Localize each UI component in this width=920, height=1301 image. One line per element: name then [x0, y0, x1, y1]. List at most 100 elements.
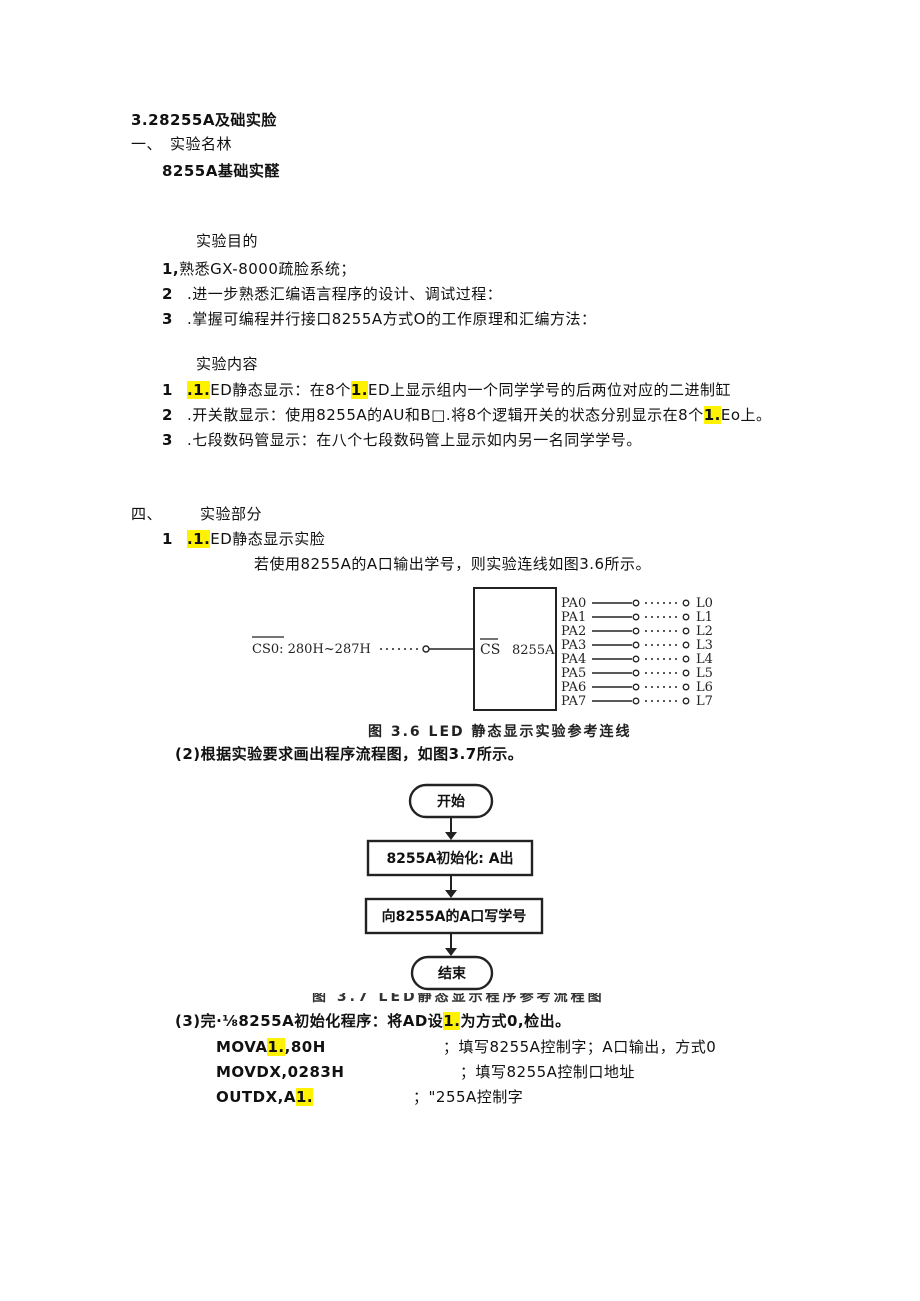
led-terminal-7 [682, 697, 690, 705]
pin-terminal-5 [632, 669, 640, 677]
pin-label-pa7: PA7 [561, 694, 586, 709]
wiring-intro: 若使用8255A的A口输出学号，则实验连线如图3.6所示。 [254, 555, 652, 573]
pin-label-pa5: PA5 [561, 666, 586, 681]
heading-text: 实验部分 [200, 505, 263, 523]
led-label-l4: L4 [696, 652, 713, 667]
step-3-text: (3)完·⅛8255A初始化程序：将AD设1.为方式0,检出。 [175, 1012, 571, 1030]
item-text: .开关散显示：使用8255A的AU和B□.将8个逻辑开关的状态分别显示在8个 [186, 406, 704, 424]
chip-label: 8255A [512, 643, 555, 658]
highlight: 1. [296, 1088, 314, 1106]
led-label-l3: L3 [696, 638, 713, 653]
pin-label-pa0: PA0 [561, 596, 586, 611]
subheading-led-static: 1 .1.ED静态显示实脸 [162, 530, 325, 548]
item-num: 1, [162, 260, 180, 278]
flow-init-box [366, 839, 534, 877]
code-line-2-comment: ；填写8255A控制口地址 [460, 1063, 635, 1081]
figure-3-6-caption: 图 3.6 LED 静态显示实验参考连线 [368, 724, 632, 740]
code-op: MOVA [216, 1038, 268, 1056]
heading-content: 实验内容 [196, 355, 259, 373]
flow-start-label: 开始 [437, 793, 465, 810]
flow-init-label: 8255A初始化: A出 [386, 850, 513, 867]
led-label-l6: L6 [696, 680, 713, 695]
flow-end-label: 结束 [438, 965, 467, 982]
led-terminal-1 [682, 613, 690, 621]
step-2-text: (2)根据实验要求画出程序流程图，如图3.7所示。 [175, 745, 524, 763]
item-text: .进一步熟悉汇编语言程序的设计、调试过程： [186, 285, 503, 303]
pin-terminal-6 [632, 683, 640, 691]
item-text: 熟悉GX-8000疏脸系统； [179, 260, 356, 278]
led-label-l5: L5 [696, 666, 713, 681]
led-label-l2: L2 [696, 624, 713, 639]
item-text: Eo上。 [720, 406, 772, 424]
led-terminal-2 [682, 627, 690, 635]
item-text: ED静态显示：在8个 [210, 381, 351, 399]
highlight: 1. [267, 1038, 285, 1056]
item-text: .掌握可编程并行接口8255A方式O的工作原理和汇编方法： [186, 310, 597, 328]
pin-terminal-0 [632, 599, 640, 607]
highlight: 1. [350, 381, 368, 399]
led-terminal-6 [682, 683, 690, 691]
flow-arrow-1-head [445, 832, 457, 840]
pin-terminal-4 [632, 655, 640, 663]
item-num: 3 [162, 431, 173, 449]
pin-terminal-2 [632, 627, 640, 635]
flow-end-node [410, 955, 494, 991]
cs-terminal [422, 645, 430, 653]
led-label-l0: L0 [696, 596, 713, 611]
item-num: 1 [162, 381, 173, 399]
led-terminal-3 [682, 641, 690, 649]
led-terminal-5 [682, 669, 690, 677]
figure-3-7-flowchart: 开始 8255A初始化: A出 向8255A的A口写学号 结束 [364, 783, 544, 991]
item-text: .七段数码管显示：在八个七段数码管上显示如内另一名同学学号。 [186, 431, 642, 449]
item-num: 3 [162, 310, 173, 328]
pin-label-pa6: PA6 [561, 680, 586, 695]
code-line-1-instr: MOVA1.,80H [216, 1038, 326, 1056]
experiment-name: 8255A基础实醛 [162, 162, 280, 180]
figure-3-7-caption: 图 3.7 LED静态显示程序参考流程图 [312, 993, 605, 1005]
highlight: 1. [703, 406, 721, 424]
code-line-2-instr: MOVDX,0283H [216, 1063, 345, 1081]
led-terminal-4 [682, 655, 690, 663]
content-item-2: 2 .开关散显示：使用8255A的AU和B□.将8个逻辑开关的状态分别显示在8个1… [162, 406, 772, 424]
highlight: 1. [443, 1012, 461, 1030]
pin-label-pa2: PA2 [561, 624, 586, 639]
flow-arrow-2-head [445, 890, 457, 898]
flow-arrow-3-head [445, 948, 457, 956]
item-num: 2 [162, 406, 173, 424]
flow-write-label: 向8255A的A口写学号 [382, 908, 527, 925]
content-item-1: 1 .1.ED静态显示：在8个1.ED上显示组内一个同学学号的后两位对应的二进制缸 [162, 381, 731, 399]
led-terminal-0 [682, 599, 690, 607]
pin-terminal-7 [632, 697, 640, 705]
heading-num: 一、 [131, 135, 163, 153]
pin-label-pa1: PA1 [561, 610, 586, 625]
heading-text: 实验名林 [170, 135, 233, 153]
highlight: .1. [186, 381, 211, 399]
highlight: .1. [186, 530, 211, 548]
code-line-1-comment: ；填写8255A控制字；A口输出，方式0 [443, 1038, 717, 1056]
figure-3-7-caption-clip: 图 3.7 LED静态显示程序参考流程图 [312, 993, 632, 1005]
pin-label-pa3: PA3 [561, 638, 586, 653]
pin-terminal-3 [632, 641, 640, 649]
heading-num: 四、 [131, 505, 163, 523]
pin-label-pa4: PA4 [561, 652, 586, 667]
purpose-item-2: 2 .进一步熟悉汇编语言程序的设计、调试过程： [162, 285, 502, 303]
flow-write-box [364, 897, 544, 935]
content-item-3: 3 .七段数码管显示：在八个七段数码管上显示如内另一名同学学号。 [162, 431, 642, 449]
heading-experiment-part: 四、 实验部分 [131, 505, 262, 523]
code-op: OUTDX,A [216, 1088, 296, 1106]
item-num: 2 [162, 285, 173, 303]
led-label-l1: L1 [696, 610, 713, 625]
purpose-item-1: 1,熟悉GX-8000疏脸系统； [162, 260, 356, 278]
code-op: ,80H [284, 1038, 326, 1056]
heading-experiment-name: 一、实验名林 [131, 135, 232, 153]
code-line-3-instr: OUTDX,A1. [216, 1088, 314, 1106]
pin-terminal-1 [632, 613, 640, 621]
cs0-label: CS0: 280H~287H [252, 642, 371, 657]
item-text: ED静态显示实脸 [210, 530, 326, 548]
purpose-item-3: 3 .掌握可编程并行接口8255A方式O的工作原理和汇编方法： [162, 310, 596, 328]
item-num: 1 [162, 530, 173, 548]
item-text: ED上显示组内一个同学学号的后两位对应的二进制缸 [368, 381, 732, 399]
section-title: 3.28255A及础实脸 [131, 111, 277, 129]
heading-purpose: 实验目的 [196, 232, 259, 250]
